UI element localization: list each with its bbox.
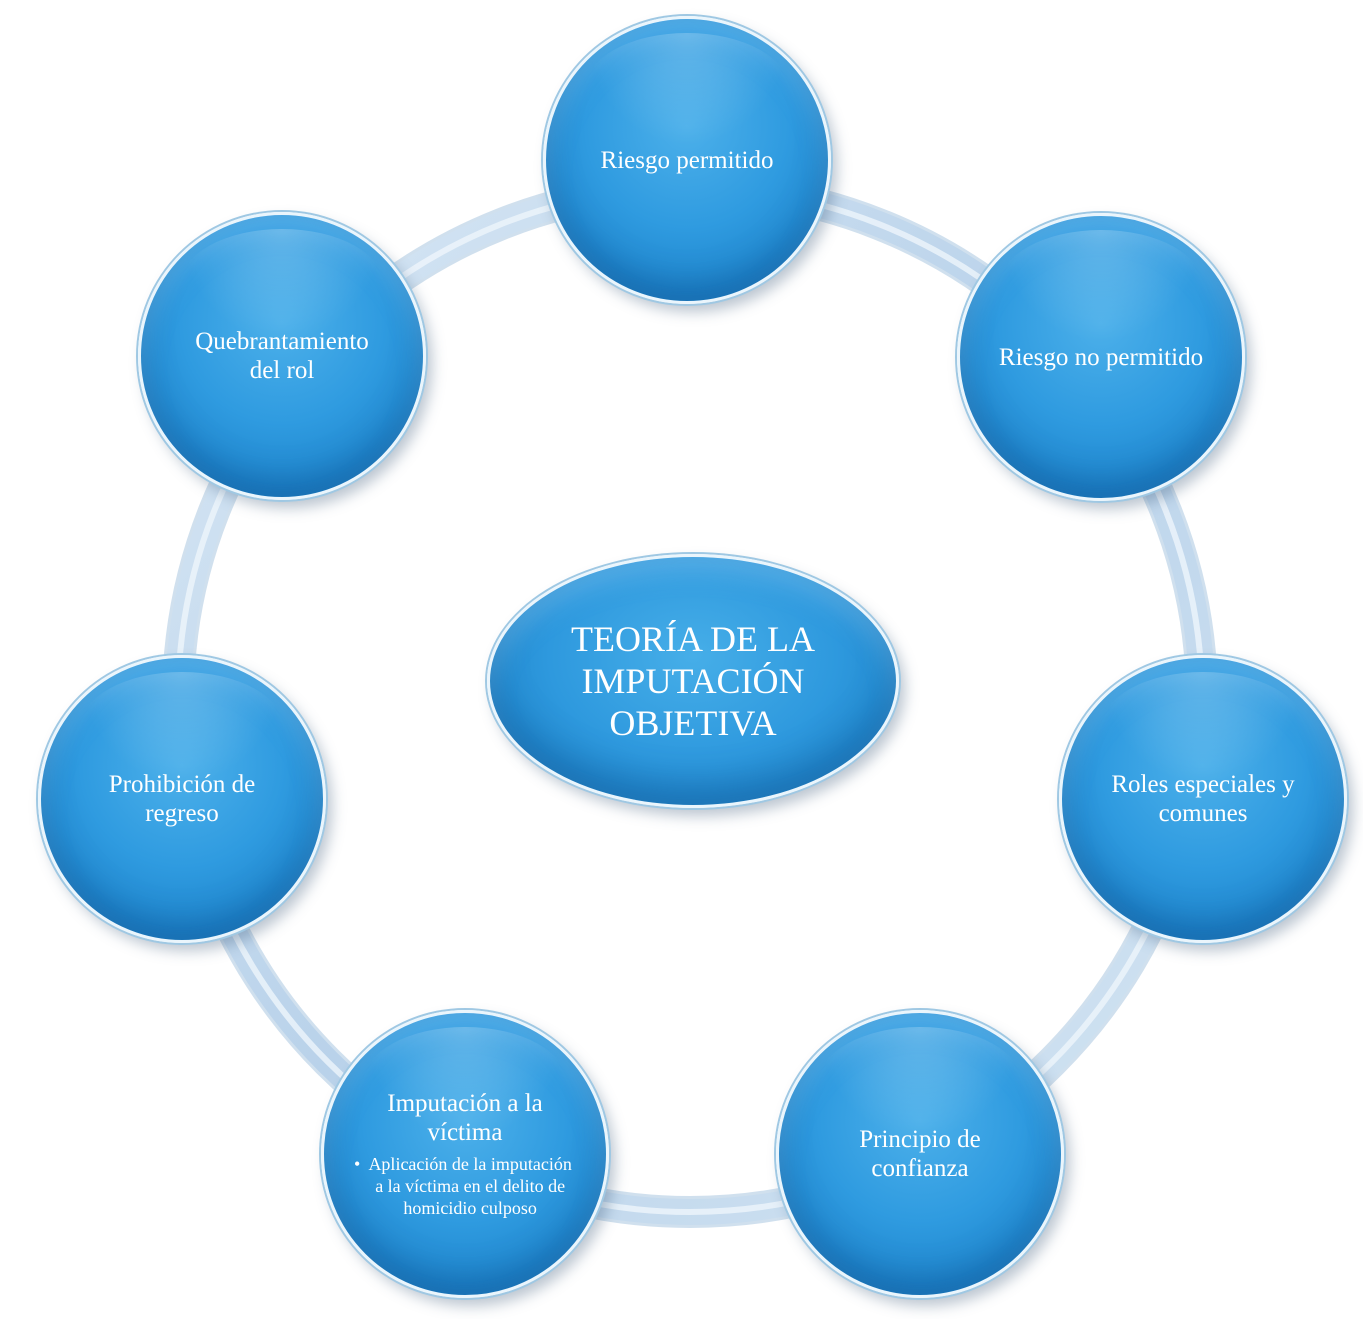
node-label: Prohibición de regreso	[108, 771, 256, 827]
node-riesgo-permitido: Riesgo permitido	[543, 16, 831, 304]
node-roles-especiales-y-comunes: Roles especiales y comunes	[1059, 655, 1347, 943]
node-label: Principio de confianza	[859, 1126, 981, 1182]
node-label: Imputación a la víctima	[387, 1090, 543, 1146]
node-riesgo-no-permitido: Riesgo no permitido	[957, 213, 1245, 501]
node-label: Riesgo permitido	[600, 146, 774, 174]
node-principio-de-confianza: Principio de confianza	[776, 1010, 1064, 1298]
center-topic: TEORÍA DE LA IMPUTACIÓN OBJETIVA	[487, 554, 899, 808]
node-imputacion-a-la-victima: Imputación a la víctima • Aplicación de …	[321, 1010, 609, 1298]
node-label: Riesgo no permitido	[998, 343, 1204, 371]
node-sub-text: Aplicación de la imputación a la víctima…	[368, 1154, 572, 1218]
node-quebrantamiento-del-rol: Quebrantamiento del rol	[138, 212, 426, 500]
bullet-icon: •	[354, 1154, 361, 1174]
node-sub-item: • Aplicación de la imputación a la vícti…	[354, 1153, 576, 1219]
node-label: Quebrantamiento del rol	[195, 328, 369, 384]
node-prohibicion-de-regreso: Prohibición de regreso	[38, 655, 326, 943]
center-title: TEORÍA DE LA IMPUTACIÓN OBJETIVA	[571, 619, 815, 743]
node-label: Roles especiales y comunes	[1111, 771, 1295, 827]
